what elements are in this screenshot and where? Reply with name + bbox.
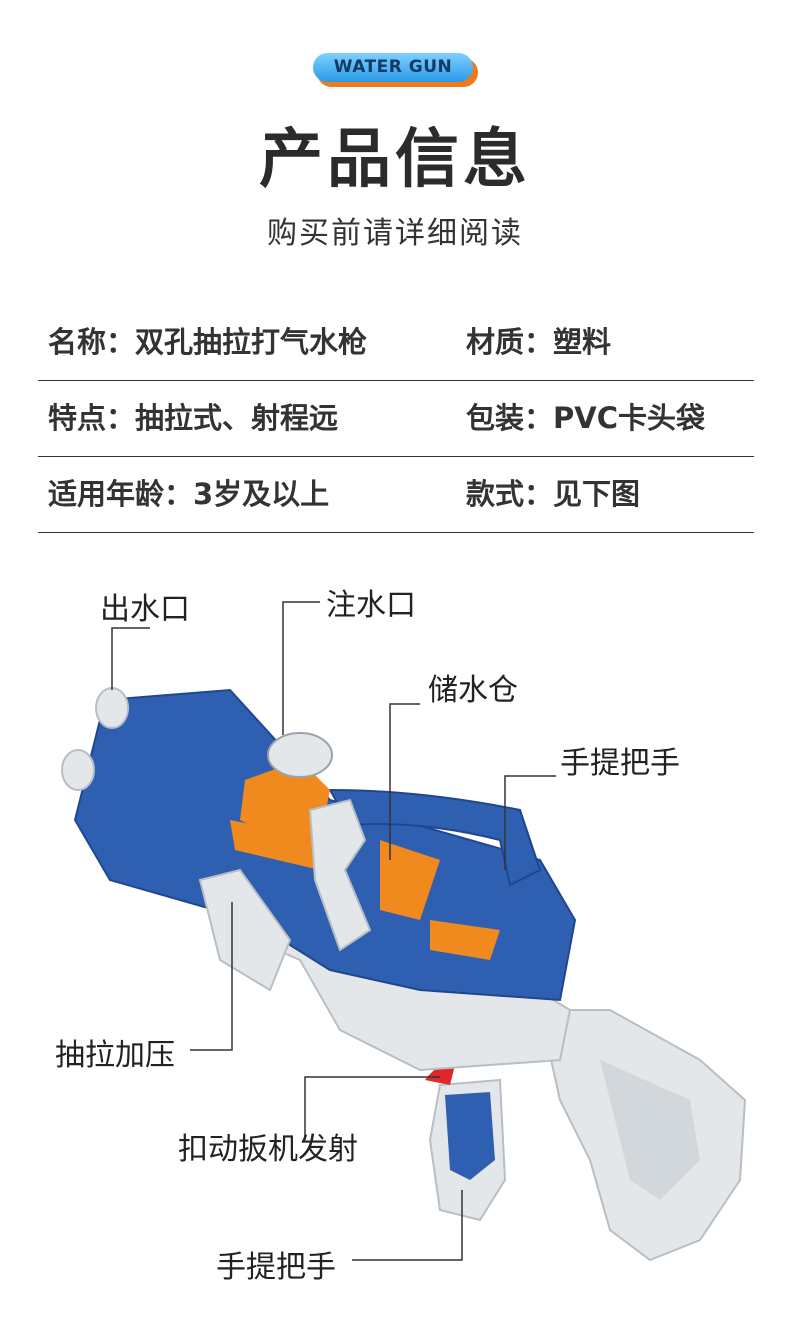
spec-row: 适用年龄：3岁及以上 款式：见下图 — [38, 456, 754, 533]
label-trigger: 扣动扳机发射 — [178, 1132, 358, 1167]
label-outlet: 出水口 — [100, 592, 190, 627]
label-inlet: 注水口 — [326, 588, 416, 623]
water-gun-illustration — [61, 601, 747, 1262]
spec-feature: 特点：抽拉式、射程远 — [48, 401, 339, 435]
label-pump: 抽拉加压 — [55, 1038, 175, 1073]
label-tank: 储水仓 — [428, 673, 518, 708]
spec-name: 名称：双孔抽拉打气水枪 — [48, 325, 368, 359]
spec-age: 适用年龄：3岁及以上 — [48, 477, 330, 511]
spec-material: 材质：塑料 — [466, 325, 612, 359]
page-title: 产品信息 — [259, 123, 531, 197]
label-handle-bottom: 手提把手 — [216, 1250, 336, 1285]
spec-row: 特点：抽拉式、射程远 包装：PVC卡头袋 — [38, 380, 754, 457]
spec-style: 款式：见下图 — [466, 477, 641, 511]
water-gun-badge: WATER GUN — [313, 53, 478, 87]
badge-label: WATER GUN — [313, 53, 473, 82]
page-subtitle: 购买前请详细阅读 — [267, 216, 523, 251]
label-handle-top: 手提把手 — [560, 746, 680, 781]
spec-row: 名称：双孔抽拉打气水枪 材质：塑料 — [38, 304, 754, 381]
spec-package: 包装：PVC卡头袋 — [466, 401, 705, 435]
